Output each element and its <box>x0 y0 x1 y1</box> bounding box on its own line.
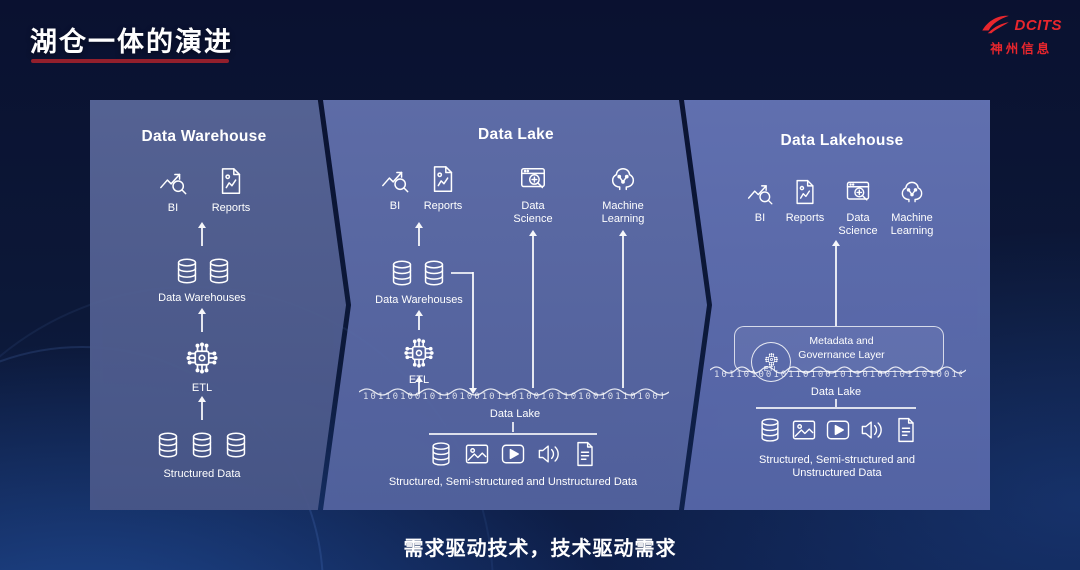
reports-label: Reports <box>785 212 825 224</box>
company-logo: DCITS 神州信息 <box>981 14 1063 57</box>
data-lake-label: Data Lake <box>810 386 862 398</box>
footer-caption: 需求驱动技术，技术驱动需求 <box>403 538 677 560</box>
database-icon <box>187 430 217 460</box>
reports-label: Reports <box>423 200 463 212</box>
database-icon <box>427 440 455 468</box>
reports-icon <box>428 164 458 194</box>
source-data-label: Structured, Semi-structured and Unstruct… <box>759 454 915 479</box>
database-icon <box>153 430 183 460</box>
image-icon <box>790 416 818 444</box>
wave-line <box>359 388 669 396</box>
flow-arrow-up <box>414 222 423 246</box>
machine-learning-label: Machine Learning <box>890 212 934 237</box>
data-science-icon <box>518 164 548 194</box>
connector-line <box>512 422 514 432</box>
structured-data-label: Structured Data <box>163 468 241 480</box>
reports-icon <box>791 178 819 206</box>
flow-arrow-up <box>528 230 537 388</box>
connector-line <box>451 272 473 274</box>
page-title: 湖仓一体的演进 <box>30 27 233 57</box>
data-science-icon <box>844 178 872 206</box>
machine-learning-label: Machine Learning <box>601 200 645 225</box>
title-underline <box>31 59 229 63</box>
flow-arrow-up <box>414 310 423 330</box>
metadata-governance-label: Metadata and Governance Layer <box>798 335 885 361</box>
bi-label: BI <box>389 200 401 212</box>
video-icon <box>824 416 852 444</box>
logo-company-text: 神州信息 <box>990 42 1053 56</box>
image-icon <box>463 440 491 468</box>
database-icon <box>221 430 251 460</box>
panel-data-warehouse: Data Warehouse BI Reports Data Warehouse… <box>90 100 346 510</box>
etl-label: ETL <box>763 365 779 373</box>
etl-badge: ETL <box>751 342 791 382</box>
logo-brand-text: DCITS <box>1014 16 1062 34</box>
flow-arrow-up <box>414 376 423 394</box>
database-icon <box>172 256 202 286</box>
flow-arrow-down <box>468 272 477 394</box>
reports-icon <box>216 166 246 196</box>
data-warehouses-label: Data Warehouses <box>158 292 246 304</box>
binary-text: 1011010010110100101101001011010010110100… <box>363 392 663 402</box>
document-icon <box>571 440 599 468</box>
connector-line <box>756 407 916 409</box>
bi-label: BI <box>754 212 766 224</box>
document-icon <box>892 416 920 444</box>
bi-label: BI <box>167 202 179 214</box>
flow-arrow-up <box>618 230 627 388</box>
database-icon <box>387 258 417 288</box>
flow-arrow-up <box>197 222 206 246</box>
etl-label: ETL <box>191 382 213 394</box>
connector-line <box>835 399 837 407</box>
data-science-label: Data Science <box>513 200 553 225</box>
data-science-label: Data Science <box>838 212 878 237</box>
flow-arrow-up <box>831 240 840 326</box>
panel-title: Data Lake <box>478 126 554 143</box>
data-lake-label: Data Lake <box>489 408 541 420</box>
wave-line <box>710 366 966 374</box>
flow-arrow-up <box>197 396 206 420</box>
reports-label: Reports <box>211 202 251 214</box>
audio-icon <box>858 416 886 444</box>
flow-arrow-up <box>197 308 206 332</box>
bi-icon <box>380 164 410 194</box>
connector-line <box>429 433 597 435</box>
source-data-label: Structured, Semi-structured and Unstruct… <box>388 476 638 488</box>
database-icon <box>419 258 449 288</box>
bi-icon <box>746 178 774 206</box>
video-icon <box>499 440 527 468</box>
machine-learning-icon <box>608 164 638 194</box>
machine-learning-icon <box>898 178 926 206</box>
panel-title: Data Warehouse <box>141 128 267 145</box>
database-icon <box>756 416 784 444</box>
audio-icon <box>535 440 563 468</box>
data-warehouses-label: Data Warehouses <box>375 294 463 306</box>
logo-swoosh-icon <box>981 15 1009 34</box>
etl-icon <box>184 340 220 376</box>
panel-data-lakehouse: Data Lakehouse BI Reports Data Science M… <box>684 100 990 510</box>
etl-icon <box>402 336 436 370</box>
panel-title: Data Lakehouse <box>780 132 904 149</box>
bi-icon <box>158 166 188 196</box>
database-icon <box>204 256 234 286</box>
binary-text: 1011010010110100101101001011010010110100… <box>714 370 962 380</box>
panel-data-lake: Data Lake BI Reports Data Science Machin… <box>323 100 707 510</box>
